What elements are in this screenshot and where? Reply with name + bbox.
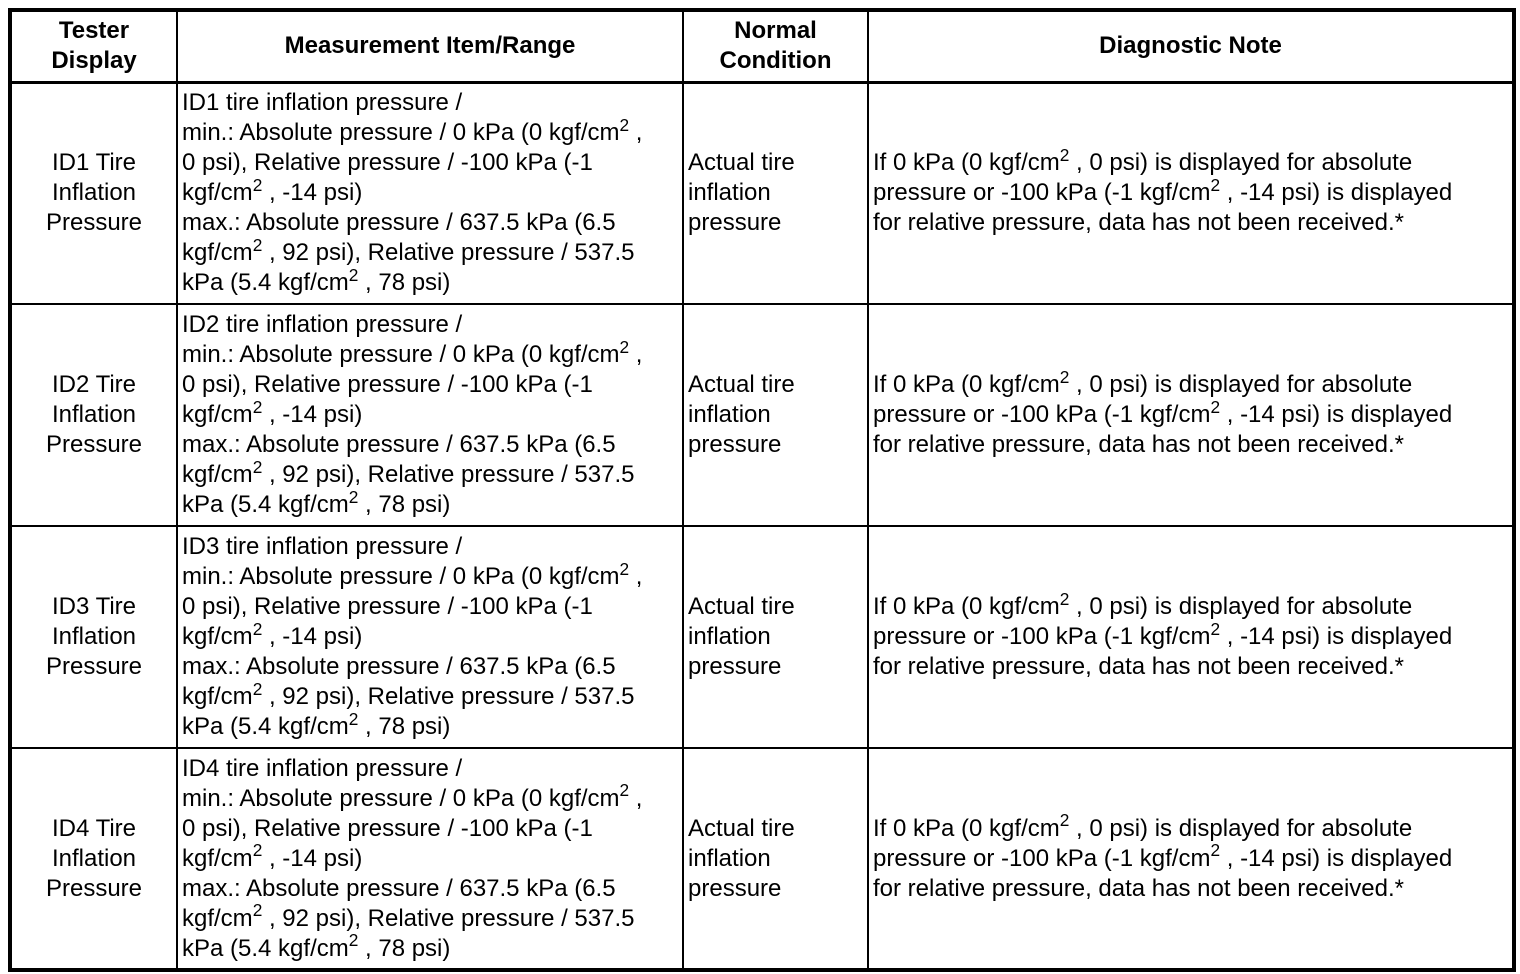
table-row-id3: ID3 Tire Inflation Pressure ID3 tire inf…	[9, 525, 1515, 749]
diagnostic-note-id3: If 0 kPa (0 kgf/cm2 , 0 psi) is displaye…	[873, 588, 1453, 680]
measurement-title-id4: ID4 tire inflation pressure /	[182, 754, 463, 782]
normal-condition-id3: Actual tire inflation pressure	[682, 525, 869, 749]
measurement-text-id2: ID2 tire inflation pressure / min.: Abso…	[182, 310, 650, 520]
measurement-text-id3: ID3 tire inflation pressure / min.: Abso…	[182, 532, 650, 742]
diagnostic-note-cell-id1: If 0 kPa (0 kgf/cm2 , 0 psi) is displaye…	[867, 81, 1515, 305]
diagnostic-note-id1: If 0 kPa (0 kgf/cm2 , 0 psi) is displaye…	[873, 144, 1453, 237]
measurement-max-id1: max.: Absolute pressure / 637.5 kPa (6.5…	[182, 209, 635, 297]
measurement-title-id1: ID1 tire inflation pressure /	[182, 89, 463, 117]
tester-display-id4: ID4 Tire Inflation Pressure	[9, 747, 178, 971]
table-header-row: Tester Display Measurement Item/Range No…	[9, 9, 1515, 84]
measurement-max-id3: max.: Absolute pressure / 637.5 kPa (6.5…	[182, 653, 635, 740]
measurement-text-id1: ID1 tire inflation pressure / min.: Abso…	[182, 88, 650, 298]
measurement-max-id2: max.: Absolute pressure / 637.5 kPa (6.5…	[182, 431, 635, 518]
measurement-max-id4: max.: Absolute pressure / 637.5 kPa (6.5…	[182, 874, 635, 962]
normal-condition-id4: Actual tire inflation pressure	[682, 747, 869, 971]
measurement-cell-id2: ID2 tire inflation pressure / min.: Abso…	[176, 303, 684, 527]
measurement-min-id3: min.: Absolute pressure / 0 kPa (0 kgf/c…	[182, 558, 643, 650]
measurement-title-id3: ID3 tire inflation pressure /	[182, 533, 463, 560]
measurement-min-id1: min.: Absolute pressure / 0 kPa (0 kgf/c…	[182, 114, 643, 207]
measurement-title-id2: ID2 tire inflation pressure /	[182, 311, 463, 338]
table-row-id4: ID4 Tire Inflation Pressure ID4 tire inf…	[9, 747, 1515, 971]
tester-display-id1: ID1 Tire Inflation Pressure	[9, 81, 178, 305]
diagnostic-note-cell-id3: If 0 kPa (0 kgf/cm2 , 0 psi) is displaye…	[867, 525, 1515, 749]
tester-display-id2: ID2 Tire Inflation Pressure	[9, 303, 178, 527]
tester-display-id3: ID3 Tire Inflation Pressure	[9, 525, 178, 749]
measurement-cell-id3: ID3 tire inflation pressure / min.: Abso…	[176, 525, 684, 749]
measurement-cell-id4: ID4 tire inflation pressure / min.: Abso…	[176, 747, 684, 971]
measurement-min-id2: min.: Absolute pressure / 0 kPa (0 kgf/c…	[182, 336, 643, 428]
header-normal-condition: Normal Condition	[682, 9, 869, 84]
normal-condition-id2: Actual tire inflation pressure	[682, 303, 869, 527]
diagnostic-note-cell-id2: If 0 kPa (0 kgf/cm2 , 0 psi) is displaye…	[867, 303, 1515, 527]
diagnostic-note-id2: If 0 kPa (0 kgf/cm2 , 0 psi) is displaye…	[873, 366, 1453, 458]
diagnostic-note-cell-id4: If 0 kPa (0 kgf/cm2 , 0 psi) is displaye…	[867, 747, 1515, 971]
normal-condition-id1: Actual tire inflation pressure	[682, 81, 869, 305]
measurement-min-id4: min.: Absolute pressure / 0 kPa (0 kgf/c…	[182, 780, 643, 872]
data-list-table: Tester Display Measurement Item/Range No…	[8, 8, 1516, 972]
header-diagnostic-note: Diagnostic Note	[867, 9, 1515, 84]
measurement-text-id4: ID4 tire inflation pressure / min.: Abso…	[182, 754, 650, 964]
header-measurement-item-range: Measurement Item/Range	[176, 9, 684, 84]
header-tester-display: Tester Display	[9, 9, 178, 84]
table-row-id2: ID2 Tire Inflation Pressure ID2 tire inf…	[9, 303, 1515, 527]
measurement-cell-id1: ID1 tire inflation pressure / min.: Abso…	[176, 81, 684, 305]
table-row-id1: ID1 Tire Inflation Pressure ID1 tire inf…	[9, 81, 1515, 305]
diagnostic-note-id4: If 0 kPa (0 kgf/cm2 , 0 psi) is displaye…	[873, 810, 1453, 902]
